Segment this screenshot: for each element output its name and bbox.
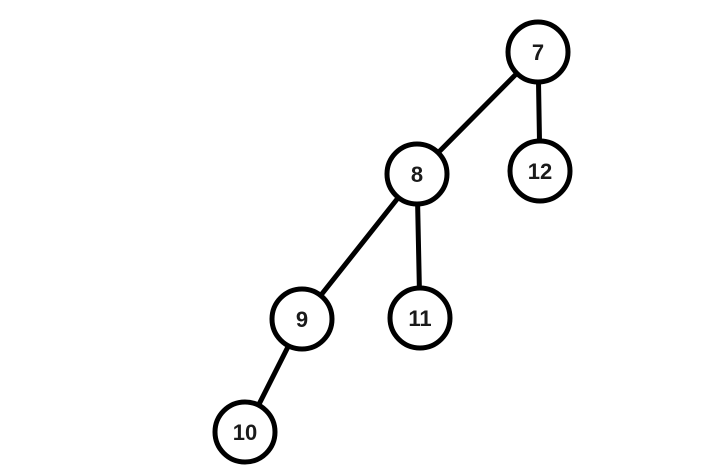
nodes-layer: 7 12 8 11 9 10 (212, 19, 573, 465)
node-label-8: 8 (411, 162, 423, 187)
node-circle-10 (212, 399, 278, 465)
node-circle-12 (507, 138, 573, 204)
tree-node-8: 8 (384, 141, 450, 207)
node-circle-7 (505, 19, 571, 85)
node-circle-9 (269, 286, 335, 352)
node-label-7: 7 (532, 40, 544, 65)
tree-node-11: 11 (387, 285, 453, 351)
edges-layer (242, 49, 543, 435)
tree-node-9: 9 (269, 286, 335, 352)
node-label-11: 11 (408, 306, 431, 331)
node-label-9: 9 (296, 307, 308, 332)
node-circle-11 (387, 285, 453, 351)
node-label-12: 12 (528, 159, 552, 184)
tree-node-7: 7 (505, 19, 571, 85)
tree-node-12: 12 (507, 138, 573, 204)
node-label-10: 10 (233, 420, 257, 445)
tree-node-10: 10 (212, 399, 278, 465)
node-circle-8 (384, 141, 450, 207)
